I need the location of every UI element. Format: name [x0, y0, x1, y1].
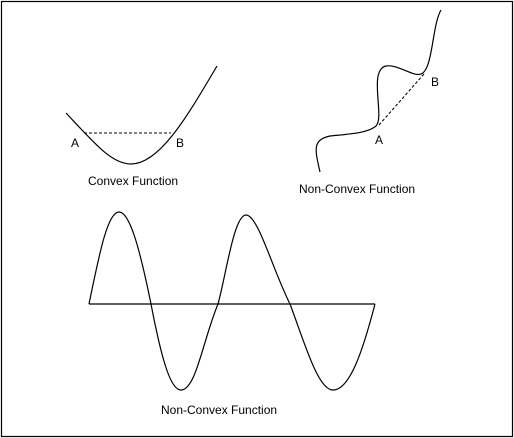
convex-panel: A B Convex Function — [65, 65, 218, 188]
convex-point-b-label: B — [176, 136, 184, 150]
non-convex-top-panel: A B Non-Convex Function — [299, 9, 442, 196]
convex-curve — [65, 65, 218, 165]
convex-caption: Convex Function — [88, 174, 178, 188]
convex-point-a-label: A — [71, 136, 79, 150]
wave-curve — [88, 211, 376, 391]
non-convex-wave-panel: Non-Convex Function — [88, 211, 376, 417]
non-convex-top-point-a-label: A — [375, 133, 383, 147]
non-convex-top-caption: Non-Convex Function — [299, 182, 415, 196]
non-convex-top-point-b-label: B — [431, 75, 439, 89]
non-convex-top-curve — [315, 9, 442, 173]
non-convex-wave-caption: Non-Convex Function — [161, 403, 277, 417]
non-convex-top-chord — [378, 73, 425, 126]
